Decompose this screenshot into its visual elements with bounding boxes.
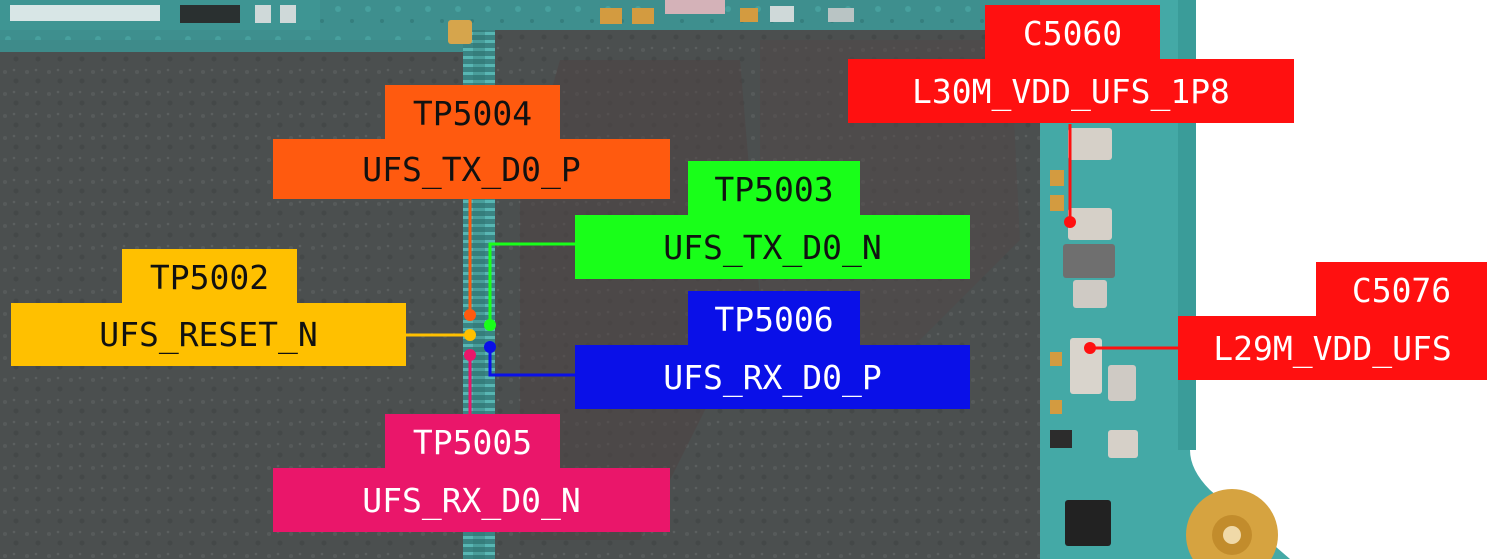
tp5005-leader: [464, 349, 476, 420]
tp5002-id-label: TP5002: [122, 249, 297, 305]
tp5005-id-label: TP5005: [385, 414, 560, 470]
c5060-leader: [1064, 124, 1076, 228]
tp5004-signal-label: UFS_TX_D0_P: [273, 139, 670, 199]
tp5005-signal-label: UFS_RX_D0_N: [273, 468, 670, 532]
c5076-leader: [1084, 342, 1178, 354]
tp5003-leader: [484, 242, 575, 331]
tp5004-id-label: TP5004: [385, 85, 560, 141]
tp5002-signal-label: UFS_RESET_N: [11, 303, 406, 366]
tp5003-id-label: TP5003: [688, 161, 860, 217]
tp5002-leader: [405, 329, 476, 341]
tp5004-leader: [464, 198, 476, 321]
tp5006-signal-label: UFS_RX_D0_P: [575, 345, 970, 409]
c5060-signal-label: L30M_VDD_UFS_1P8: [848, 59, 1294, 123]
tp5003-signal-label: UFS_TX_D0_N: [575, 215, 970, 279]
tp5006-leader: [484, 341, 575, 377]
c5060-id-label: C5060: [985, 5, 1160, 61]
c5076-id-label: C5076: [1316, 262, 1487, 318]
c5076-signal-label: L29M_VDD_UFS: [1178, 316, 1487, 380]
tp5006-id-label: TP5006: [688, 291, 860, 347]
